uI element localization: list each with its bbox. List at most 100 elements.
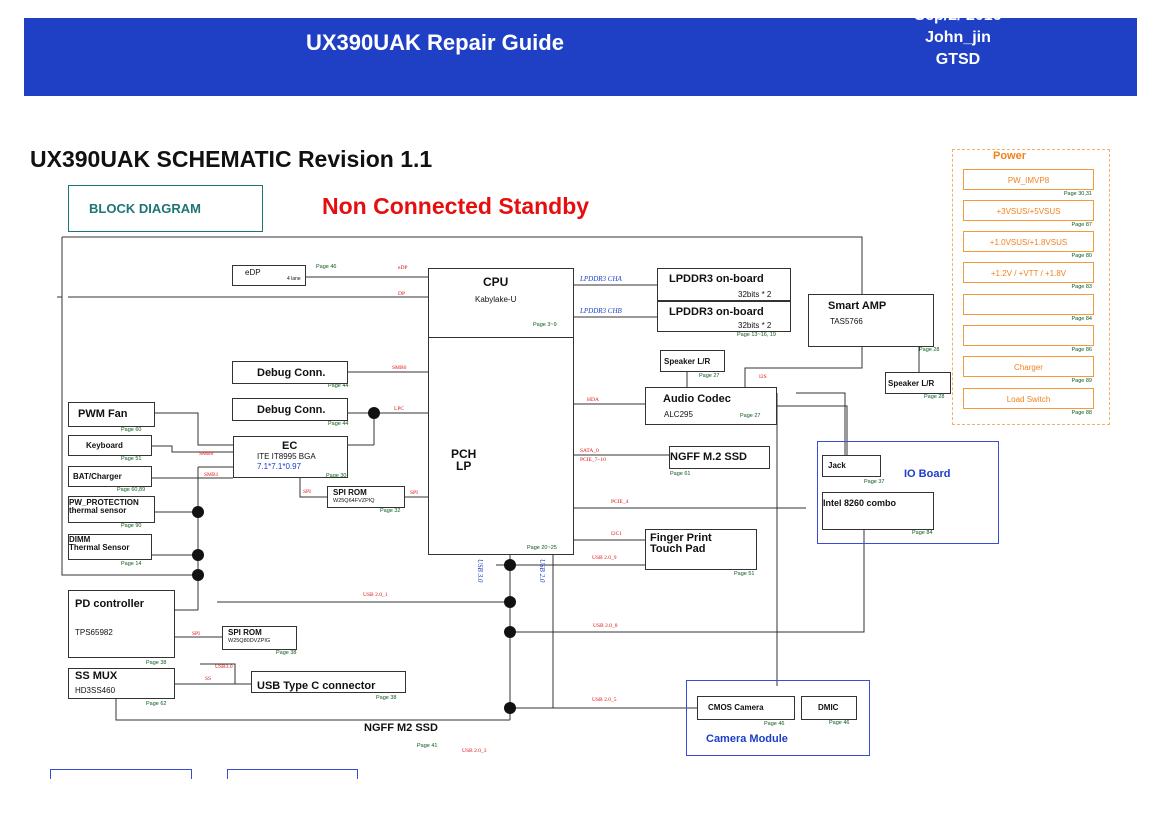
pwm-fan-label: PWM Fan [78, 408, 128, 420]
junction-dot [504, 626, 516, 638]
spi-rom-2-sub: W25Q80DVZPIG [228, 638, 271, 644]
power-page: Page 84 [1071, 316, 1093, 322]
power-page: Page 89 [1071, 378, 1093, 384]
junction-dot [192, 549, 204, 561]
dimm-sensor-label: DIMM [69, 535, 91, 544]
ec-sub-2: 7.1*7.1*0.97 [257, 462, 302, 471]
smart-amp-sub: TAS5766 [830, 317, 863, 326]
bat-charger-box [68, 466, 152, 487]
cmos-camera-box [697, 696, 795, 720]
edp-sub: 4 lane [287, 276, 301, 282]
smart-amp-label: Smart AMP [828, 300, 887, 312]
bat-charger-page: Page 60,89 [117, 487, 146, 493]
keyboard-box [68, 435, 152, 456]
signal-usb20-1: USB 2.0_1 [363, 592, 388, 598]
signal-lpc: LPC [394, 406, 405, 412]
header-author: John_jin [925, 29, 991, 46]
dimm-sensor-box [68, 534, 152, 560]
dmic-page: Page 46 [829, 720, 850, 726]
signal-usb20-9: USB 2.0_9 [592, 555, 617, 561]
cropped-region-left [50, 769, 192, 779]
header-dept: GTSD [935, 51, 981, 68]
signal-usb20-vertical: USB 2.0 [538, 559, 546, 583]
cmos-camera-page: Page 46 [764, 721, 785, 727]
lpddr-a-label: LPDDR3 on-board [669, 273, 764, 285]
ec-sub: ITE IT8995 BGA [257, 452, 316, 461]
power-panel [952, 149, 1110, 425]
speaker-2-box [885, 372, 951, 394]
block-diagram-label: BLOCK DIAGRAM [89, 201, 201, 216]
ngff-ssd-page: Page 61 [670, 471, 691, 477]
spi-rom-1-label: SPI ROM [333, 488, 367, 497]
junction-dot [504, 702, 516, 714]
junction-dot [368, 407, 380, 419]
signal-ss: SS [205, 676, 212, 682]
signal-usb20-8: USB 2.0_8 [593, 623, 618, 629]
pd-controller-box [68, 590, 175, 658]
power-item-3vsus: +3VSUS/+5VSUS [963, 200, 1094, 221]
signal-usb20-3: USB 2.0_3 [462, 748, 487, 754]
keyboard-page: Page 51 [121, 456, 142, 462]
mode-label: Non Connected Standby [322, 193, 590, 219]
signal-lpddr-chb: LPDDR3 CHB [580, 307, 622, 315]
ss-mux-label: SS MUX [75, 670, 118, 682]
power-item-blank1 [963, 294, 1094, 315]
spi-rom-2-page: Page 38 [276, 650, 297, 656]
intel-combo-box [822, 492, 934, 530]
lpddr-a-sub: 32bits * 2 [738, 290, 772, 299]
edp-page: Page 46 [316, 264, 337, 270]
junction-dot [192, 569, 204, 581]
ss-mux-sub: HD3SS460 [75, 686, 116, 695]
power-item-charger: Charger [963, 356, 1094, 377]
page-title: UX390UAK Repair Guide [306, 30, 564, 55]
spi-rom-1-box [327, 486, 405, 508]
power-page: Page 86 [1071, 347, 1093, 353]
signal-smb1-ec: SMB1 [204, 472, 219, 478]
edp-box [232, 265, 306, 286]
pw-protection-page: Page 90 [121, 523, 142, 529]
signal-pcie-4: PCIE_4 [611, 499, 629, 505]
jack-box [822, 455, 881, 477]
power-page: Page 80 [1071, 253, 1093, 259]
speaker-1-label: Speaker L/R [664, 357, 711, 366]
spi-rom-1-page: Page 32 [380, 508, 401, 514]
io-board-region [817, 441, 999, 544]
power-page: Page 83 [1071, 284, 1093, 290]
spi-rom-1-sub: W25Q64FVZPIQ [333, 498, 375, 504]
ss-mux-page: Page 62 [146, 701, 167, 707]
signal-spi-1: SPI [303, 489, 311, 495]
power-item-load-switch: Load Switch [963, 388, 1094, 409]
smart-amp-box [808, 294, 934, 347]
dimm-sensor-label-2: Thermal Sensor [69, 543, 130, 552]
speaker-2-label: Speaker L/R [888, 379, 935, 388]
signal-i2s: I2S [759, 374, 767, 380]
speaker-1-page: Page 27 [699, 373, 720, 379]
signal-smbus0: SMB0 [392, 365, 407, 371]
finger-print-label: Finger Print [650, 532, 712, 544]
pd-controller-sub: TPS65982 [75, 628, 113, 637]
pch-label-2: LP [456, 459, 472, 473]
bat-charger-label: BAT/Charger [73, 472, 122, 481]
debug-conn-2-label: Debug Conn. [257, 404, 326, 416]
cpu-label: CPU [483, 275, 509, 289]
camera-module-region [686, 680, 870, 756]
junction-dot [504, 596, 516, 608]
dmic-label: DMIC [818, 703, 839, 712]
cpu-page: Page 3~9 [533, 322, 557, 328]
spi-rom-2-label: SPI ROM [228, 628, 262, 637]
schematic-title: UX390UAK SCHEMATIC Revision 1.1 [30, 146, 433, 172]
junction-dot [504, 559, 516, 571]
pwm-fan-page: Page 60 [121, 427, 142, 433]
edp-label: eDP [245, 268, 261, 277]
finger-print-label-2: Touch Pad [650, 543, 706, 555]
lpddr-b-label: LPDDR3 on-board [669, 306, 764, 318]
signal-lpddr-cha: LPDDR3 CHA [580, 275, 622, 283]
pd-controller-page: Page 38 [146, 660, 167, 666]
smart-amp-page: Page 28 [919, 347, 940, 353]
ec-box [233, 436, 348, 478]
usb-type-c-box [251, 671, 406, 693]
signal-spi-pd: SPI [192, 631, 200, 637]
pw-protection-label: PW_PROTECTION [69, 498, 139, 507]
pch-label: PCH [451, 447, 477, 461]
